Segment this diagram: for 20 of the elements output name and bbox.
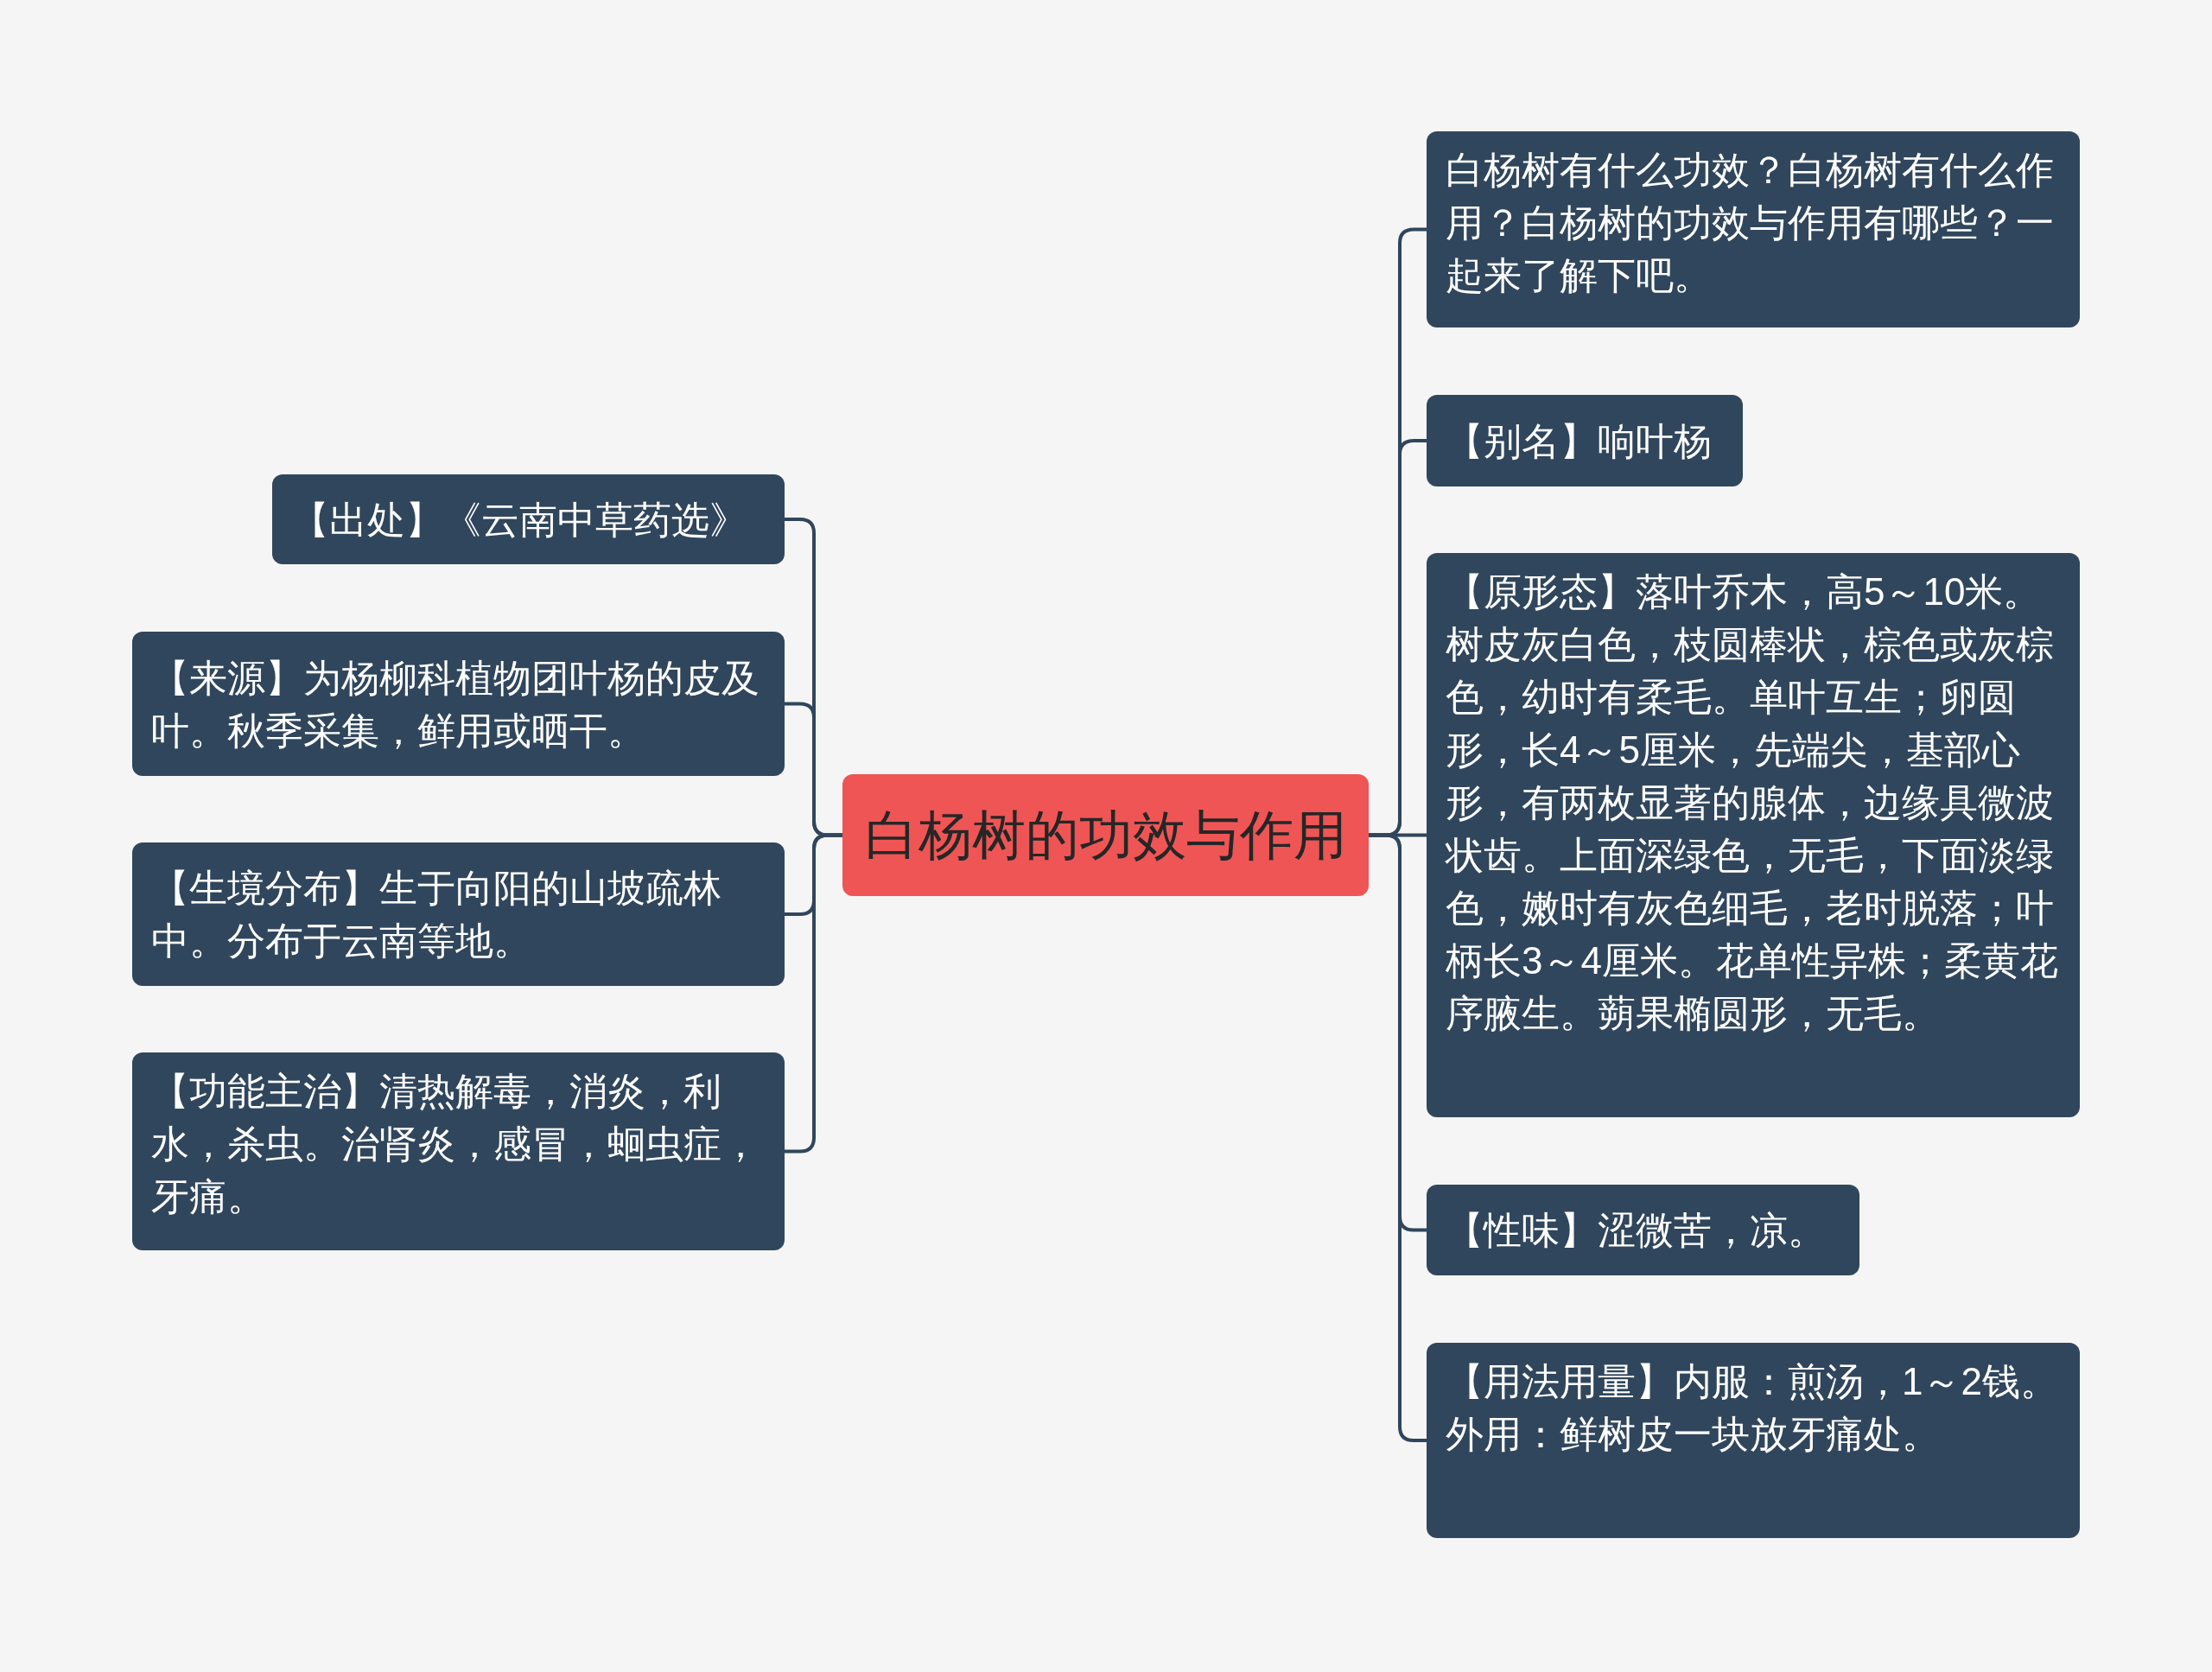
topic-text: 白杨树的功效与作用: [864, 804, 1347, 867]
branch-box: [132, 842, 785, 986]
branch-text: 【性味】涩微苦，凉。: [1446, 1208, 1826, 1253]
branch-box: [1427, 395, 1743, 486]
branch-box: [132, 1052, 785, 1250]
branch-box: [132, 632, 785, 776]
branch-box: [1427, 131, 2080, 327]
branch-text: 【出处】《云南中草药选》: [291, 497, 747, 543]
branch-box: [1427, 1343, 2080, 1538]
branch-text: 【别名】响叶杨: [1446, 418, 1712, 464]
branch-text: 白杨树有什么功效？白杨树有什么作用？白杨树的功效与作用有哪些？一起来了解下吧。: [1446, 149, 2054, 296]
branch-text: 【原形态】落叶乔木，高5～10米。树皮灰白色，枝圆棒状，棕色或灰棕色，幼时有柔毛。单叶互生；卵圆形，长4～5厘米，先端尖，基部心形，有两枚显著的腺体，边缘具微波状齿。上面深绿色，无毛，下面淡绿色，嫩时有灰色细毛，老时脱落；叶柄长3～4厘米。花单性异株；柔黄花序腋生。蒴果椭圆形，无毛。: [1446, 570, 2058, 1034]
branch-box: [1427, 1185, 1859, 1275]
branch-box: [272, 474, 785, 564]
branch-text: 【来源】为杨柳科植物团叶杨的皮及叶。秋季采集，鲜用或晒干。: [151, 655, 760, 753]
branch-text: 【功能主治】清热解毒，消炎，利水，杀虫。治肾炎，感冒，蛔虫症，牙痛。: [151, 1070, 760, 1217]
branch-text: 【用法用量】内服：煎汤，1～2钱。外用：鲜树皮一块放牙痛处。: [1446, 1360, 2058, 1455]
branch-text: 【生境分布】生于向阳的山坡疏林中。分布于云南等地。: [151, 866, 722, 963]
topic-box: [842, 774, 1369, 896]
branch-box: [1427, 553, 2080, 1117]
